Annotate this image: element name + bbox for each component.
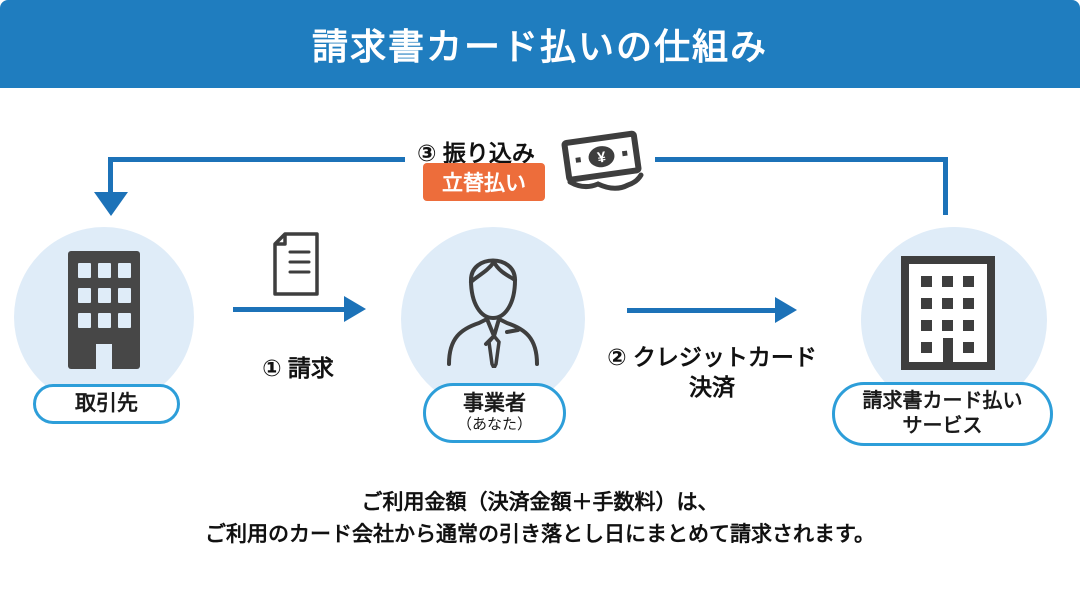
transfer-line-left-segment	[108, 157, 405, 162]
supplier-pill: 取引先	[33, 384, 180, 424]
invoice-arrowhead-icon	[344, 296, 366, 322]
step2-label-line2: 決済	[689, 374, 735, 400]
transfer-line-left-drop	[108, 157, 113, 194]
footer-note: ご利用金額（決済金額＋手数料）は、 ご利用のカード会社から通常の引き落とし日にま…	[0, 487, 1080, 551]
money-icon: ¥	[561, 130, 644, 191]
card-payment-arrow-line	[627, 308, 776, 313]
supplier-label: 取引先	[75, 392, 138, 415]
transfer-line-right-segment	[655, 157, 946, 162]
building-solid-icon	[68, 251, 140, 369]
document-icon	[273, 232, 319, 296]
business-sublabel: （あなた）	[456, 416, 532, 433]
yen-symbol: ¥	[596, 149, 607, 167]
footer-line1: ご利用金額（決済金額＋手数料）は、	[361, 491, 719, 514]
step2-label: ② クレジットカード 決済	[592, 342, 832, 402]
page-title: 請求書カード払いの仕組み	[311, 26, 768, 67]
business-pill: 事業者 （あなた）	[423, 383, 566, 443]
footer-line2: ご利用のカード会社から通常の引き落とし日にまとめて請求されます。	[205, 523, 875, 546]
service-pill: 請求書カード払い サービス	[832, 382, 1053, 446]
advance-payment-badge: 立替払い	[423, 163, 545, 201]
invoice-arrow-line	[233, 307, 345, 312]
service-label-line1: 請求書カード払い	[862, 390, 1023, 412]
building-outline-icon	[901, 256, 995, 370]
step1-label: ① 請求	[262, 355, 334, 381]
step2-label-line1: ② クレジットカード	[607, 344, 817, 370]
business-label: 事業者	[463, 392, 526, 415]
step3-label: ③ 振り込み	[417, 140, 535, 166]
card-payment-arrowhead-icon	[775, 297, 797, 323]
person-icon	[447, 258, 539, 368]
transfer-arrowhead-icon	[94, 192, 128, 216]
service-label-line2: サービス	[902, 415, 983, 437]
header: 請求書カード払いの仕組み	[0, 0, 1080, 88]
transfer-line-right-drop	[943, 157, 948, 215]
